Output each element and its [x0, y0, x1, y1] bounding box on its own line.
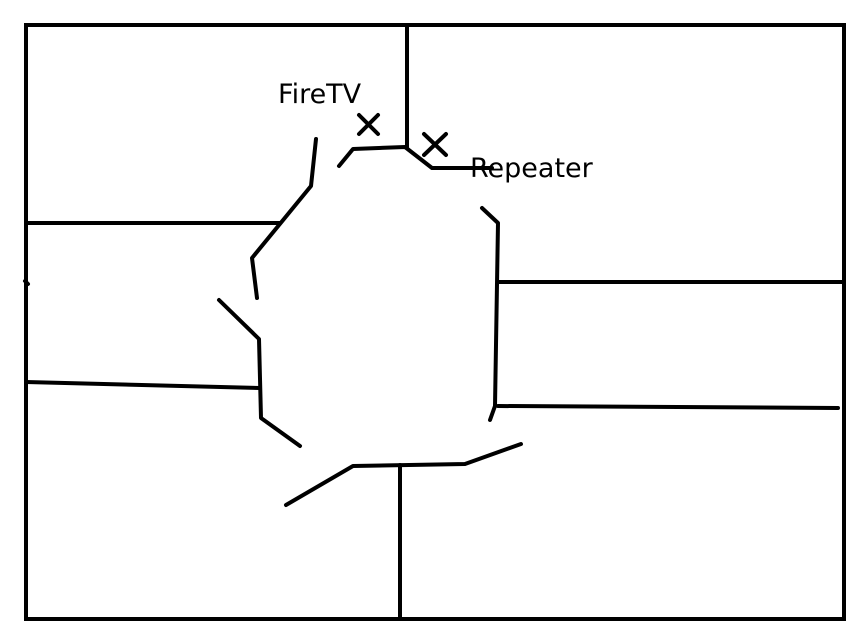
repeater-x-mark-icon: [422, 132, 448, 157]
hall-top-segment: [337, 145, 494, 170]
hall-bottom-segment: [284, 442, 523, 507]
firetv-label: FireTV: [278, 79, 362, 110]
hall-right-segment: [480, 206, 500, 422]
wall-left-lower: [24, 380, 262, 390]
room-walls: [24, 23, 846, 621]
outer-wall: [24, 23, 846, 621]
small-mark: [23, 279, 30, 286]
hall-outline: [23, 137, 523, 507]
repeater-label: Repeater: [470, 153, 594, 184]
wall-right-lower: [496, 404, 840, 410]
hall-upper-left-segment: [250, 137, 318, 300]
firetv-x-mark-icon: [357, 113, 380, 136]
hall-left-segment: [217, 298, 302, 448]
